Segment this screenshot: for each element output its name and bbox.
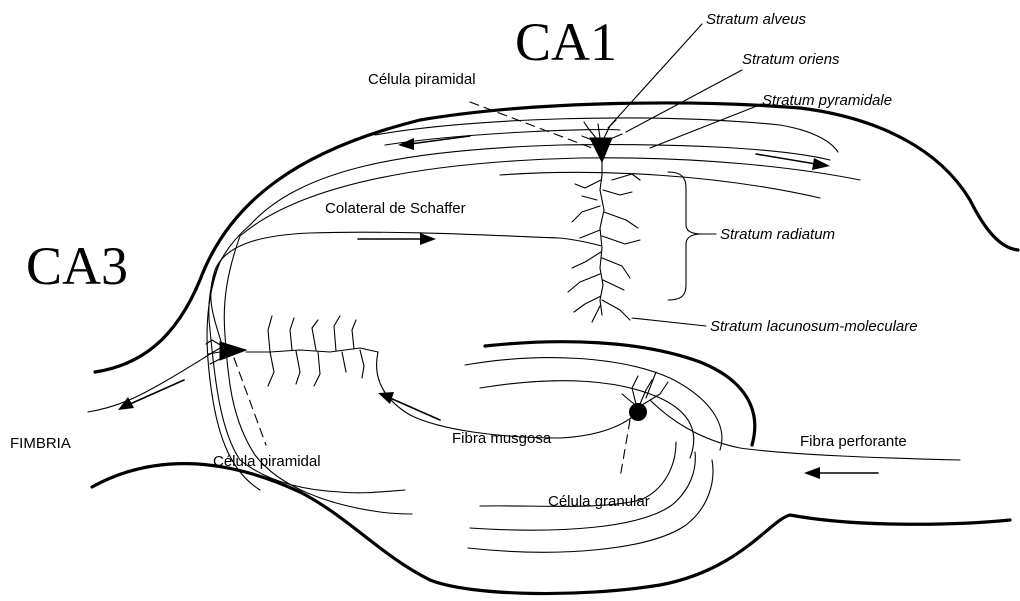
pyramidale-layer-lower (240, 158, 860, 236)
ca3-pyramidal-soma (220, 342, 246, 360)
arrow-schaffer (358, 233, 436, 245)
arrow-perforant (804, 467, 878, 479)
stratum-alveus-label: Stratum alveus (706, 11, 807, 28)
ca3-pyramidal-cell-label: Célula piramidal (213, 453, 321, 470)
fimbria-label: FIMBRIA (10, 435, 71, 452)
alveus-pointer (608, 24, 702, 128)
outer-lower-contour (92, 464, 1010, 594)
radiatum-border (500, 172, 820, 198)
ca1-pyramidal-cell-label: Célula piramidal (368, 71, 476, 88)
stratum-oriens-label: Stratum oriens (742, 51, 840, 68)
ca1-pyramidal-soma (590, 138, 612, 162)
lacunosum-pointer (632, 318, 706, 326)
granule-cell-dendrites (622, 372, 668, 405)
mossy-fiber-label: Fibra musgosa (452, 430, 552, 447)
oriens-pointer (626, 70, 742, 132)
stratum-pyramidale-label: Stratum pyramidale (762, 92, 892, 109)
stratum-lacunosum-label: Stratum lacunosum-moleculare (710, 318, 918, 335)
stratum-radiatum-label: Stratum radiatum (720, 226, 835, 243)
perforant-path-fiber (650, 400, 960, 460)
schaffer-collateral-fiber (211, 232, 602, 345)
granule-cell-label: Célula granular (548, 493, 650, 510)
granule-cell-pointer (620, 420, 630, 478)
arrow-fimbria (118, 380, 184, 410)
arrow-mossy (378, 392, 440, 420)
granule-cell-soma (629, 403, 647, 421)
arrow-ca1-right (756, 154, 830, 170)
ca3-cell-pointer (234, 358, 266, 445)
perforant-fiber-label: Fibra perforante (800, 433, 907, 450)
ca1-region-label: CA1 (515, 12, 617, 72)
dentate-layer-4 (470, 452, 695, 530)
mossy-fiber (377, 352, 638, 438)
schaffer-collateral-label: Colateral de Schaffer (325, 200, 466, 217)
radiatum-bracket (668, 172, 702, 300)
ca3-region-label: CA3 (26, 236, 128, 296)
arrow-ca1-left (398, 136, 470, 150)
ca3-axon-to-fimbria (88, 348, 220, 412)
